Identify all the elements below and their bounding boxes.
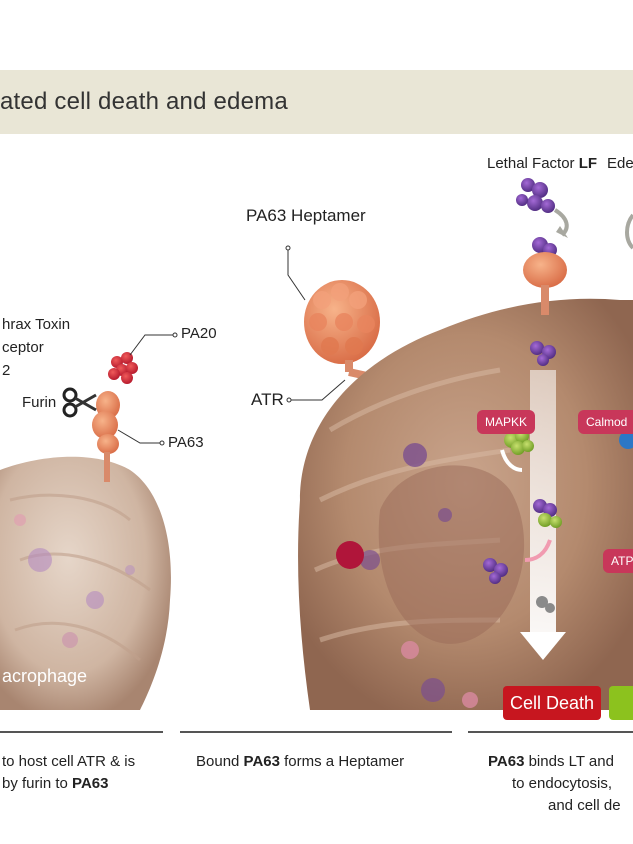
caption-middle-bold: PA63: [243, 753, 280, 770]
caption-right-line3: and cell de: [548, 797, 621, 814]
receptor-number-label: 2: [2, 362, 11, 379]
pa20-particle: [108, 352, 138, 384]
caption-right-line1: PA63 binds LT and: [488, 751, 614, 773]
page-title: ated cell death and edema: [0, 88, 288, 115]
caption-middle-pre: Bound: [196, 753, 244, 770]
pa63-label: PA63: [168, 434, 204, 451]
lf-mapkk-complex: [533, 499, 562, 528]
pa20-label: PA20: [181, 325, 217, 342]
divider-middle: [180, 731, 452, 733]
furin-label: Furin: [22, 394, 57, 411]
caption-middle: Bound PA63 forms a Heptamer: [196, 751, 404, 773]
caption-left-bold: PA63: [72, 775, 109, 792]
title-banner: [0, 70, 633, 134]
macrophage-label: acrophage: [2, 666, 88, 686]
lethal-factor-text: Lethal Factor: [487, 155, 579, 172]
caption-left-line1: to host cell ATR & is: [2, 753, 136, 770]
mapkk-tag: MAPKK: [477, 410, 536, 434]
caption-left-line2: by furin to PA63: [2, 773, 108, 795]
calmodulin-molecule: [619, 431, 633, 449]
edema-factor-label: Ede: [607, 155, 633, 172]
caption-right-bold: PA63: [488, 753, 525, 770]
anthrax-toxin-label: hrax Toxin: [2, 316, 71, 333]
right-heptamer: [523, 237, 567, 315]
atr-label: ATR: [251, 390, 284, 409]
lethal-factor-bold: LF: [578, 155, 598, 172]
receptor-label: ceptor: [2, 339, 44, 356]
cell-death-badge: Cell Death: [503, 686, 601, 720]
divider-left: [0, 731, 163, 733]
caption-left-text: by furin to: [2, 775, 73, 792]
left-macrophage-cell: [0, 456, 171, 710]
caption-right-line2: to endocytosis,: [512, 775, 613, 792]
pa63-particle: [92, 391, 120, 482]
scissors-icon: [62, 387, 97, 418]
atp-tag: ATP: [603, 549, 633, 573]
caption-middle-post: forms a Heptamer: [279, 753, 405, 770]
caption-right-text: binds LT and: [524, 753, 614, 770]
calmodulin-tag: Calmod: [578, 410, 633, 434]
heptamer-label: PA63 Heptamer: [246, 206, 366, 225]
lf-internal: [530, 341, 556, 366]
lf-free: [483, 558, 508, 584]
grey-fragment: [536, 596, 555, 613]
lethal-factor-label: Lethal Factor LF: [487, 155, 597, 172]
green-badge: [609, 686, 633, 720]
divider-right: [468, 731, 633, 733]
lethal-factor-molecule: [516, 178, 555, 213]
